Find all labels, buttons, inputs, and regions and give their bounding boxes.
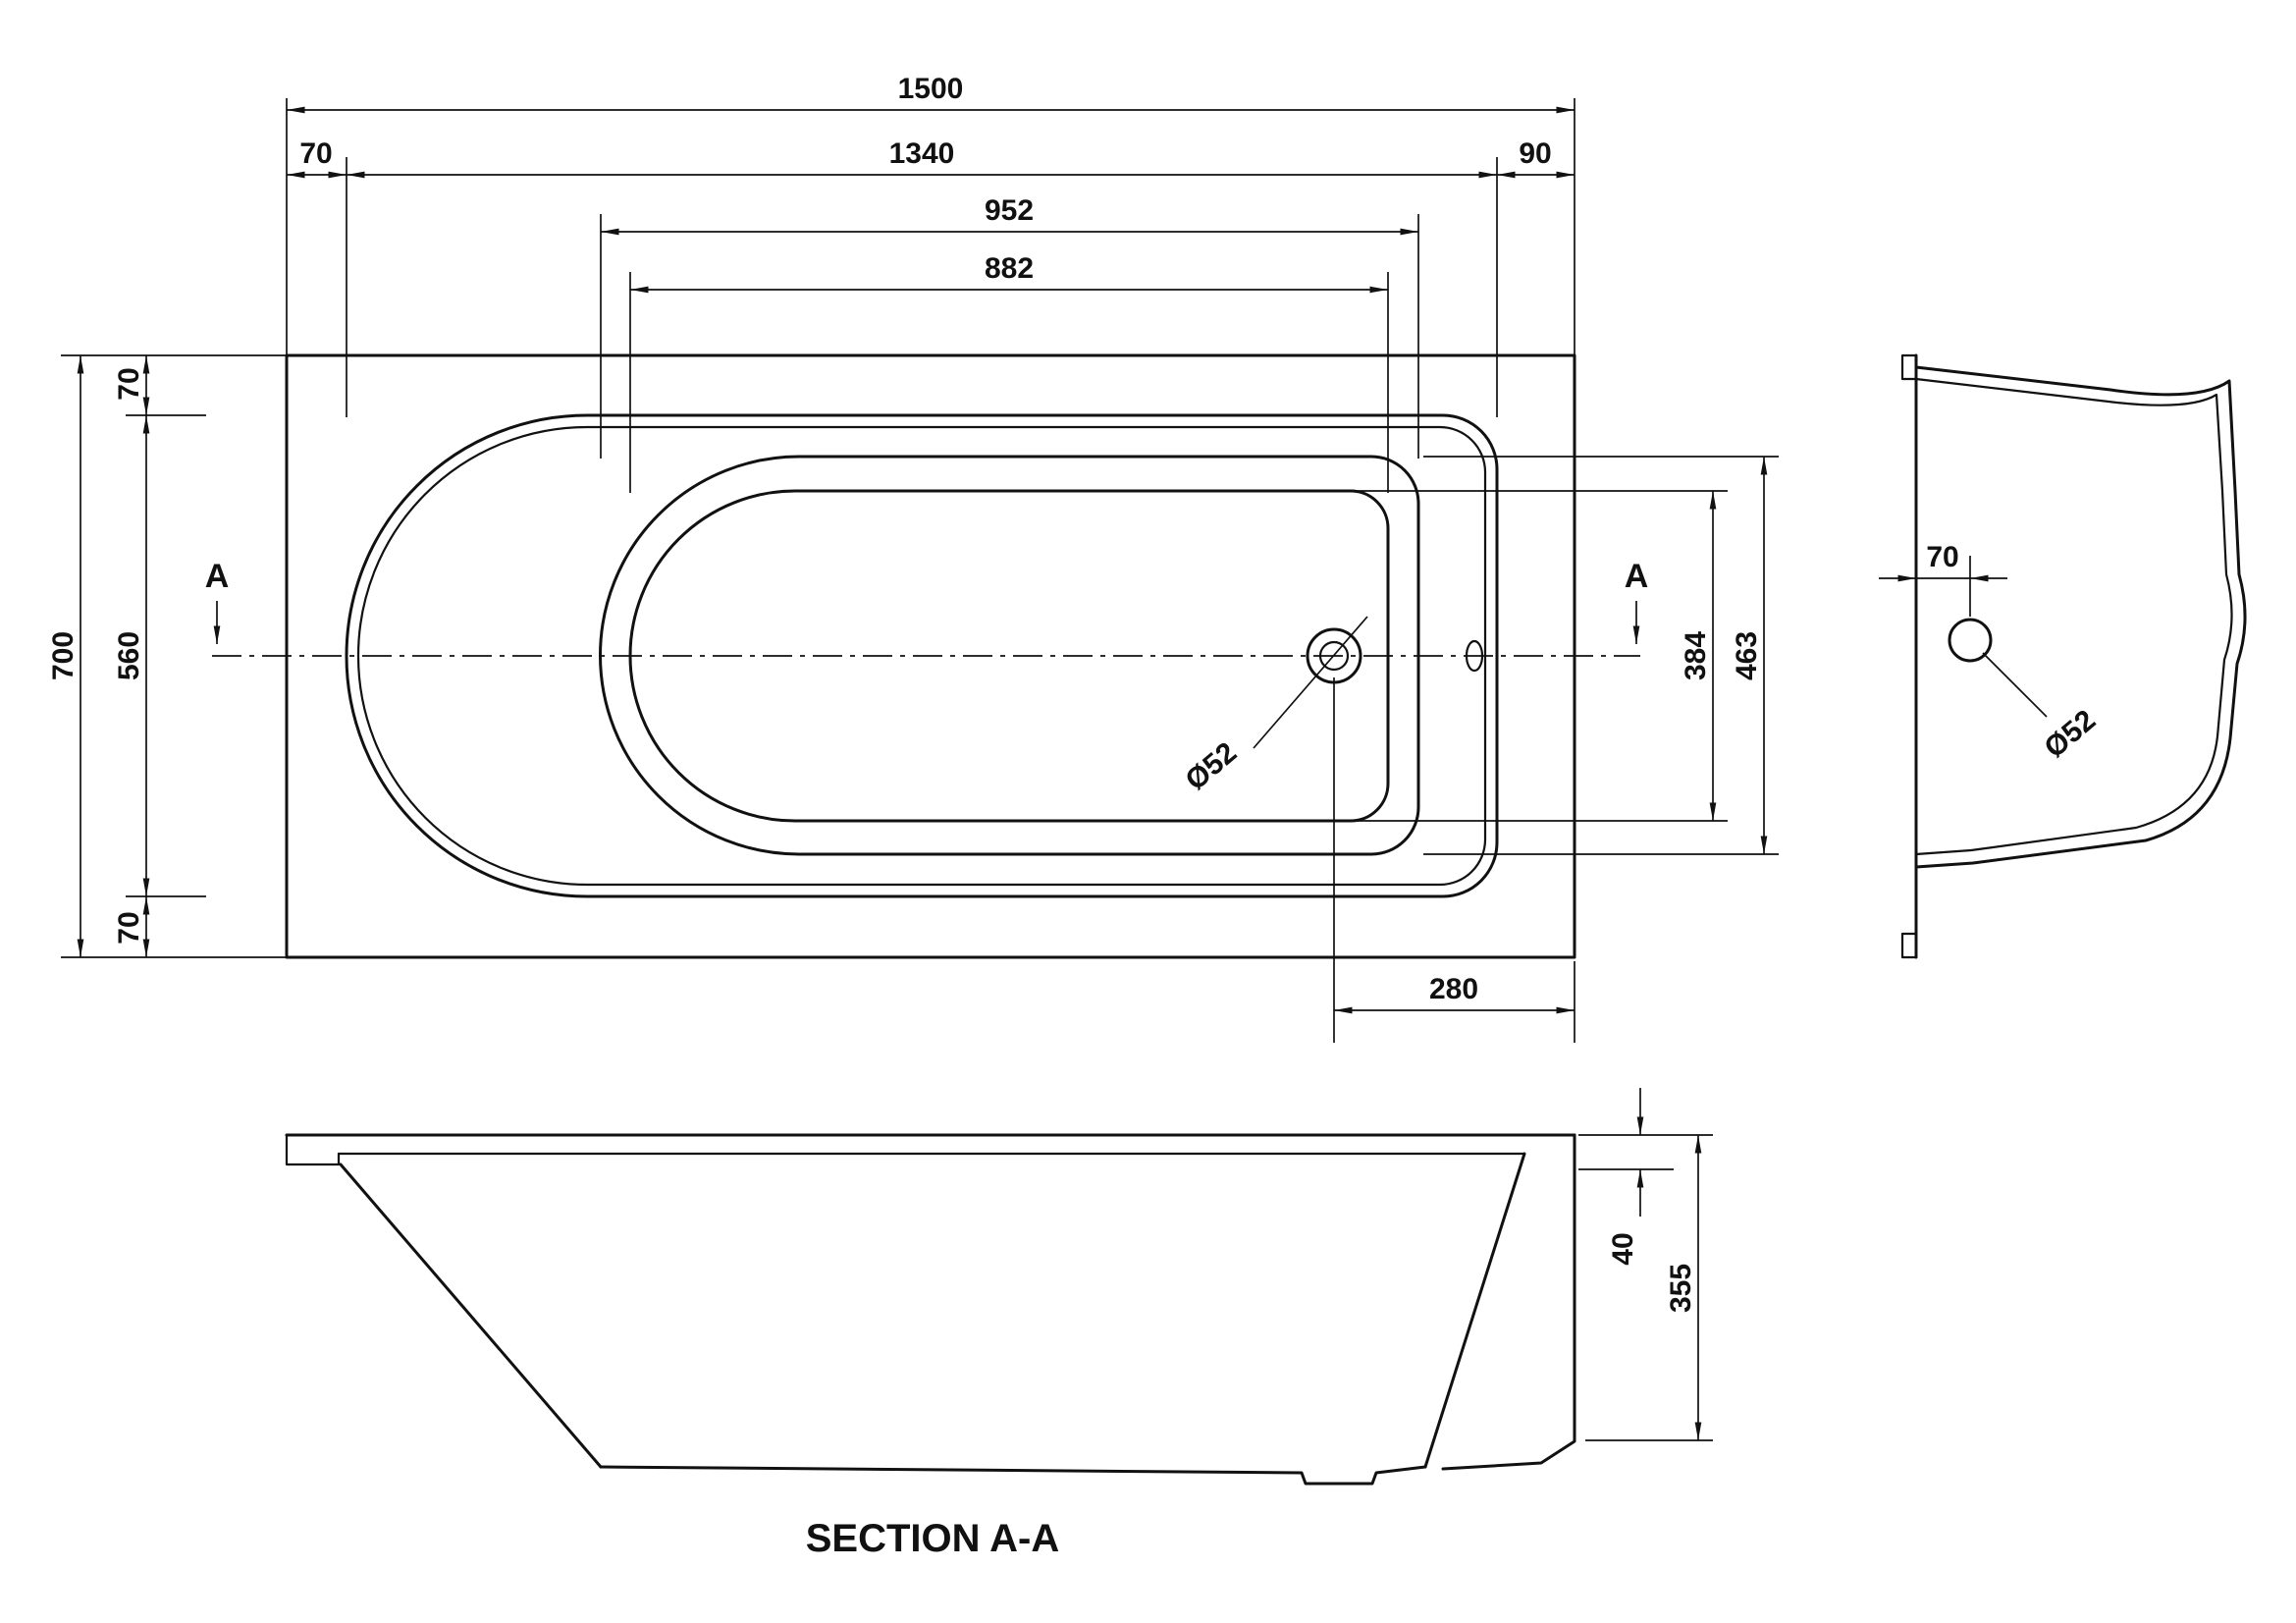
section-right-inner-wall <box>1423 1152 1526 1469</box>
end-waste-diameter-label: Ø52 <box>2039 704 2103 765</box>
section-marker-right: A <box>1625 558 1649 595</box>
dim-left-inset: 70 <box>299 137 332 170</box>
section-rim-extension-lines <box>1578 1134 1713 1170</box>
dim-rim-width: 560 <box>113 631 145 680</box>
section-view: 40 355 SECTION A-A <box>285 1088 1713 1560</box>
dim-floor-width: 384 <box>1680 631 1712 680</box>
plan-view: A A 1500 70 1340 90 952 882 <box>47 73 1779 1043</box>
plan-left-dimension-lines <box>77 355 150 957</box>
dim-overall-length: 1500 <box>898 73 964 105</box>
dim-bottom-inset: 70 <box>113 911 145 944</box>
dim-top-inset: 70 <box>113 367 145 400</box>
section-rim-drop-label: 40 <box>1607 1232 1639 1265</box>
end-top-flange <box>1900 353 1918 381</box>
plan-rim-inner-outline <box>356 425 1487 887</box>
dim-right-inset: 90 <box>1519 137 1551 170</box>
section-bottom <box>599 1465 1427 1486</box>
dim-rim-length: 1340 <box>889 137 955 170</box>
dim-waste-from-end: 280 <box>1429 973 1478 1005</box>
end-waste-circle <box>1948 618 1993 663</box>
end-waste-leader <box>1982 652 2048 718</box>
waste-leader-line <box>1253 616 1368 749</box>
dim-overall-width: 700 <box>47 631 80 680</box>
waste-diameter-label: Ø52 <box>1180 736 1244 797</box>
end-waste-offset-label: 70 <box>1926 541 1958 573</box>
end-inner-profile <box>1914 377 2233 856</box>
section-title: SECTION A-A <box>806 1517 1060 1560</box>
section-left-flange <box>285 1133 341 1166</box>
plan-floor-outline <box>628 489 1390 823</box>
plan-right-extension-lines <box>1306 456 1779 855</box>
plan-rim-outline <box>345 413 1499 898</box>
dim-basin-width: 463 <box>1731 631 1763 680</box>
section-marker-left: A <box>205 558 230 595</box>
end-bottom-flange <box>1900 932 1918 959</box>
plan-left-extension-lines <box>61 354 287 958</box>
plan-right-dimension-lines <box>1709 457 1768 854</box>
section-right-outer-edge <box>1441 1133 1576 1471</box>
plan-top-dimension-lines <box>287 106 1575 294</box>
dim-basin-length: 952 <box>985 194 1034 227</box>
end-view: 70 Ø52 <box>1879 353 2247 959</box>
dim-floor-length: 882 <box>985 252 1034 285</box>
section-depth-label: 355 <box>1665 1264 1697 1313</box>
plan-basin-outline <box>599 455 1420 856</box>
waste-position-extension-lines <box>1333 677 1575 1043</box>
plan-top-extension-lines <box>286 98 1575 493</box>
section-left-wall <box>339 1163 603 1469</box>
end-outer-profile <box>1914 365 2247 869</box>
